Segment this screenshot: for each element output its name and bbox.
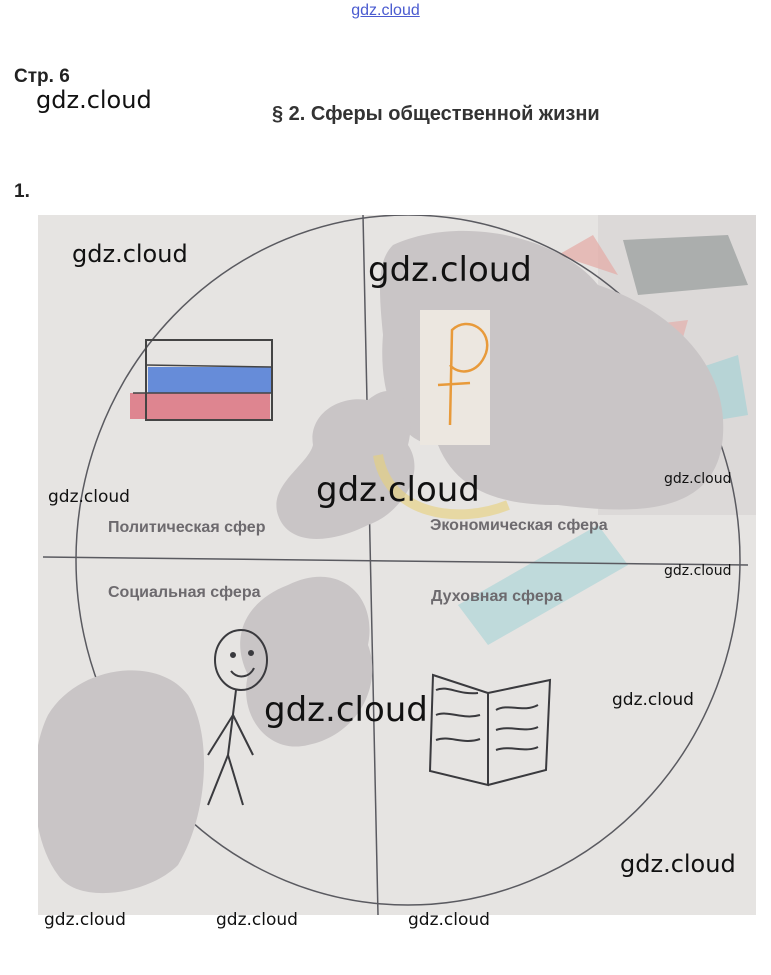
- figure-smile: [230, 667, 255, 678]
- label-social: Социальная сфера: [108, 584, 261, 601]
- redaction-blob-mid: [276, 390, 415, 539]
- watermark: gdz.cloud: [48, 487, 130, 507]
- open-book-drawing: [428, 673, 552, 787]
- watermark: gdz.cloud: [620, 850, 736, 878]
- book-right-page: [487, 678, 552, 786]
- book-line-4: [495, 704, 539, 711]
- ruble-bar: [437, 381, 471, 387]
- teal-ribbon-2: [458, 525, 628, 645]
- ruble-paper: [420, 310, 490, 445]
- redaction-blob-left: [38, 670, 205, 894]
- watermark: gdz.cloud: [72, 240, 188, 268]
- russian-flag-drawing: [130, 339, 273, 421]
- sphere-circle: [75, 215, 741, 906]
- site-link[interactable]: gdz.cloud: [351, 2, 420, 19]
- flag-red-stripe: [130, 393, 270, 419]
- figure-head: [214, 629, 268, 691]
- figure-body: [227, 689, 237, 756]
- watermark: gdz.cloud: [664, 563, 732, 579]
- book-line-6: [495, 746, 539, 751]
- watermark: gdz.cloud: [408, 910, 490, 930]
- label-economic: Экономическая сфера: [430, 517, 608, 534]
- figure-eye-left: [230, 652, 236, 658]
- label-political: Политическая сфер: [108, 519, 266, 536]
- ruble-sign-drawing: [373, 310, 510, 520]
- watermark: gdz.cloud: [316, 470, 480, 510]
- gray-ribbon: [623, 235, 748, 295]
- task-number: 1.: [14, 181, 30, 202]
- figure-arm-left: [207, 714, 234, 756]
- stick-figure-drawing: [207, 629, 268, 806]
- homework-photo: Политическая сфер Экономическая сфера Со…: [38, 215, 756, 915]
- ruble-stroke: [448, 322, 489, 426]
- flag-line-1: [145, 364, 273, 368]
- section-title: § 2. Сферы общественной жизни: [272, 103, 600, 125]
- book-line-1: [435, 687, 479, 695]
- book-line-2: [435, 712, 481, 718]
- book-line-5: [495, 726, 539, 731]
- figure-eye-right: [248, 650, 254, 656]
- figure-leg-right: [227, 754, 244, 806]
- watermark: gdz.cloud: [612, 690, 694, 710]
- vertical-divider: [362, 215, 379, 915]
- redaction-blob-low: [240, 576, 373, 747]
- watermark-header: gdz.cloud: [36, 86, 152, 114]
- watermark: gdz.cloud: [216, 910, 298, 930]
- spheres-diagram: Политическая сфер Экономическая сфера Со…: [38, 215, 756, 915]
- book-line-3: [435, 737, 481, 742]
- figure-arm-right: [232, 714, 254, 756]
- red-ribbon: [558, 235, 618, 275]
- figure-leg-left: [207, 754, 229, 806]
- horizontal-divider: [42, 556, 749, 566]
- watermark: gdz.cloud: [368, 250, 532, 290]
- yellow-stroke: [373, 453, 510, 520]
- label-spiritual: Духовная сфера: [431, 588, 563, 605]
- watermark: gdz.cloud: [664, 471, 732, 487]
- watermark: gdz.cloud: [44, 910, 126, 930]
- watermark: gdz.cloud: [264, 690, 428, 730]
- flag-blue-stripe: [148, 367, 271, 393]
- page-reference: Стр. 6: [14, 66, 70, 87]
